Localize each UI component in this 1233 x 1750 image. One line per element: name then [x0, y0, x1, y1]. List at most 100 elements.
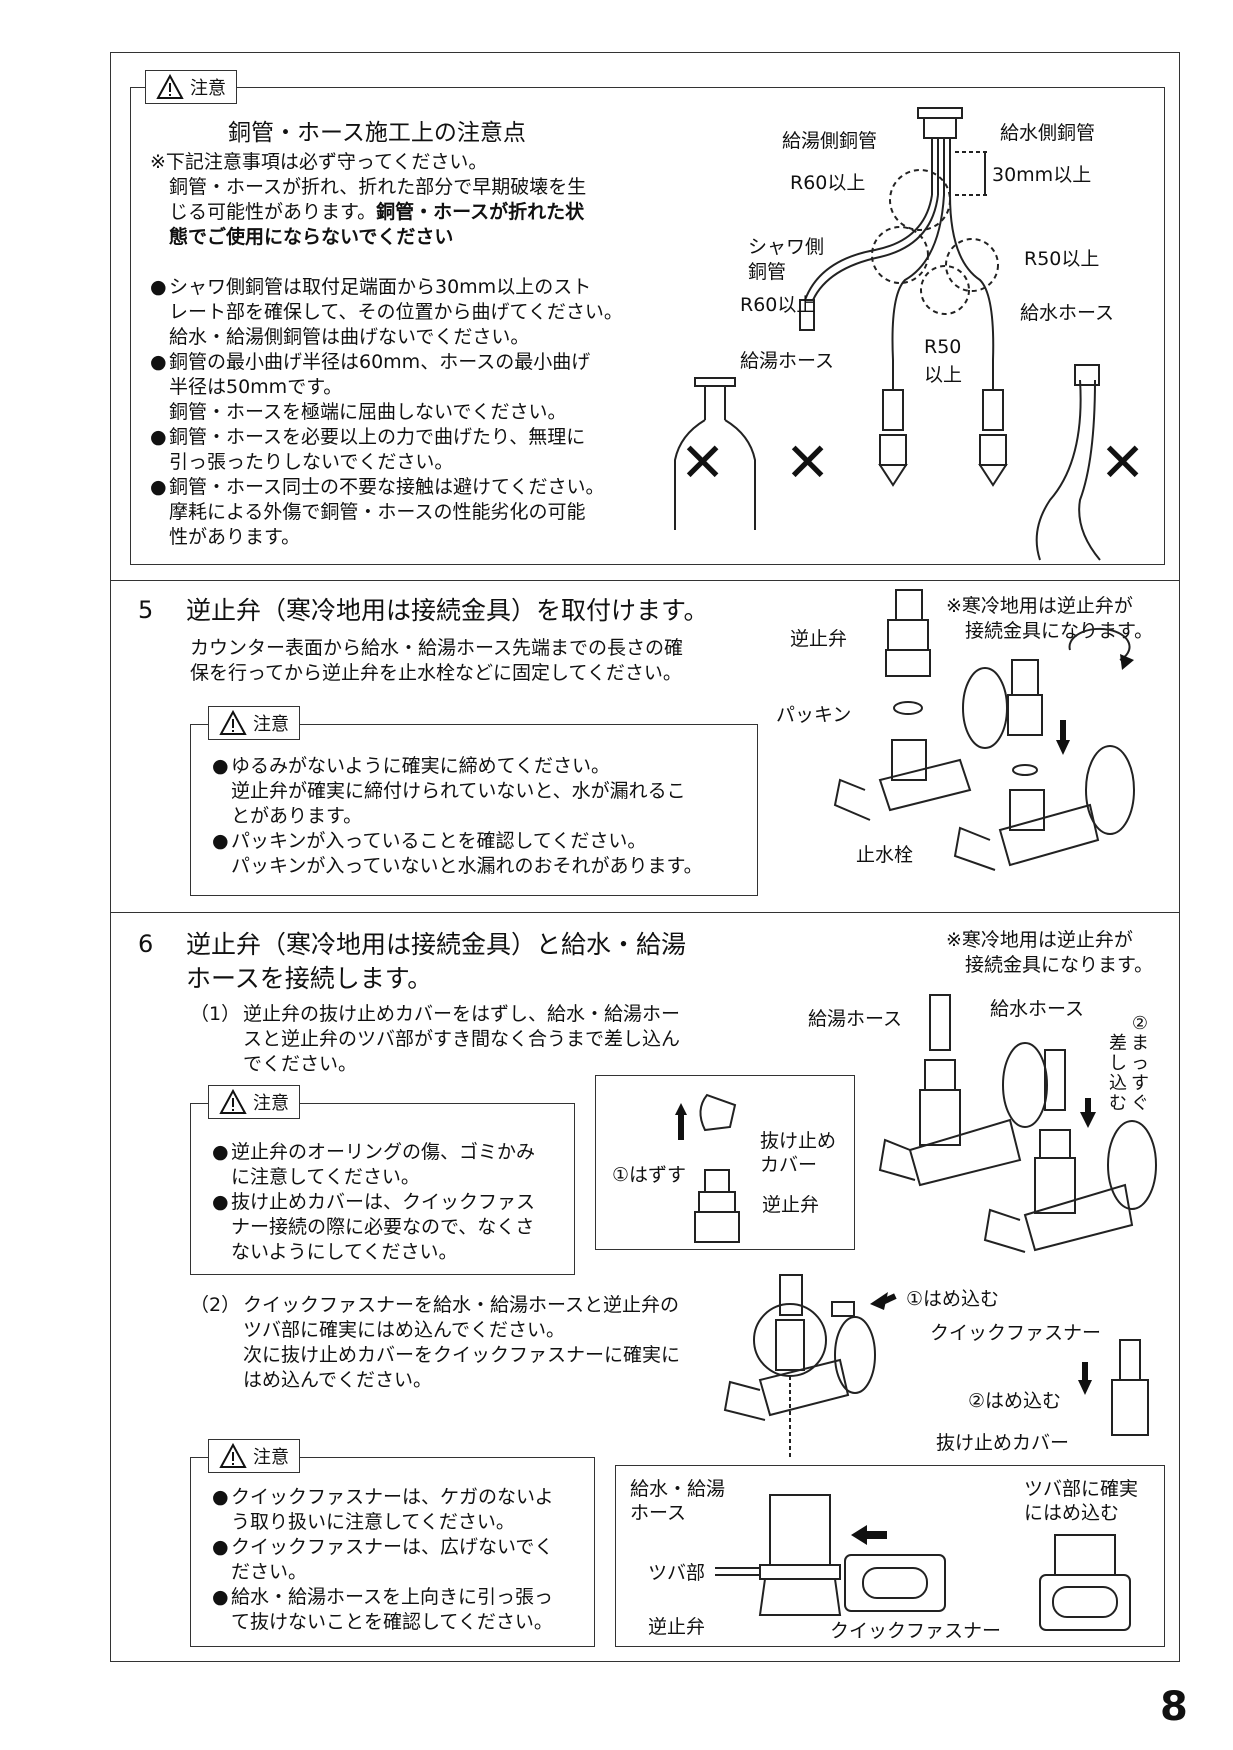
caution-line: 逆止弁のオーリングの傷、ゴミかみ [231, 1141, 536, 1163]
caution-bullet: ● ゆるみがないように確実に締めてください。 逆止弁が確実に締付けられていないと… [212, 755, 686, 827]
top-caution-box [130, 87, 1165, 565]
step-5-note: ※寒冷地用は逆止弁が 接続金具になります。 [946, 594, 1153, 644]
bullet-line: 性があります。 [169, 526, 301, 548]
label-30mm: 30mm以上 [992, 164, 1092, 186]
caution-label: 注意 [253, 1447, 289, 1468]
ng-mark: ✕ [1100, 431, 1146, 494]
bullet-line: 給水・給湯側銅管は曲げないでください。 [169, 326, 530, 348]
warning-icon [219, 1443, 247, 1468]
caution-tag-step6-1: 注意 [208, 1085, 300, 1119]
top-text: ※下記注意事項は必ず守ってください。 銅管・ホースが折れ、折れた部分で早期破壊を… [150, 150, 670, 550]
label-fastener-detail: クイックファスナー [830, 1620, 1002, 1642]
caution-line: に注意してください。 [231, 1166, 420, 1188]
sub-line: でください。 [243, 1053, 358, 1075]
sub-line: ツバ部に確実にはめ込んでください。 [243, 1319, 566, 1341]
caution-line: とがあります。 [231, 805, 363, 827]
caution-line: 給水・給湯ホースを上向きに引っ張っ [231, 1586, 554, 1608]
bullet-line: 銅管・ホースを必要以上の力で曲げたり、無理に [169, 426, 586, 448]
caution-bullet: ● 逆止弁のオーリングの傷、ゴミかみ に注意してください。 [212, 1141, 536, 1188]
bullet-line: レート部を確保して、その位置から曲げてください。 [169, 301, 623, 323]
label-r60-upper: R60以上 [790, 172, 866, 194]
warning-icon [156, 74, 184, 99]
step-6-caution-text-1: ● 逆止弁のオーリングの傷、ゴミかみ に注意してください。 ● 抜け止めカバーは… [212, 1140, 572, 1265]
label-fit-1: ①はめ込む [906, 1288, 1000, 1310]
warning-icon [219, 710, 247, 735]
caution-bullet: ● パッキンが入っていることを確認してください。 パッキンが入っていないと水漏れ… [212, 830, 703, 877]
step-5-caution-text: ● ゆるみがないように確実に締めてください。 逆止弁が確実に締付けられていないと… [212, 754, 752, 879]
step-6-caution-box-2 [190, 1457, 595, 1647]
label-cover-2: カバー [760, 1154, 818, 1176]
top-title: 銅管・ホース施工上の注意点 [228, 120, 526, 146]
caution-line: ださい。 [231, 1561, 308, 1583]
char: 込 [1109, 1073, 1127, 1094]
label-r50-lower-2: 以上 [924, 364, 963, 386]
intro-line: じる可能性があります。 [169, 201, 377, 223]
label-flange: ツバ部 [648, 1562, 706, 1584]
char: 差 [1109, 1033, 1127, 1054]
label-insert: 差 し 込 む [1108, 1034, 1128, 1114]
sub-line: 次に抜け止めカバーをクイックファスナーに確実に [243, 1344, 681, 1366]
sub-line: スと逆止弁のツバ部がすき間なく合うまで差し込ん [243, 1028, 681, 1050]
sub-line: クイックファスナーを給水・給湯ホースと逆止弁の [243, 1294, 680, 1316]
caution-line: 抜け止めカバーは、クイックファス [231, 1191, 536, 1213]
char: し [1109, 1053, 1127, 1074]
label-r60-lower: R60以上 [740, 294, 816, 316]
caution-line: て抜けないことを確認してください。 [231, 1611, 553, 1633]
step-6-note: ※寒冷地用は逆止弁が 接続金具になります。 [946, 928, 1153, 978]
page-frame [110, 52, 1180, 1662]
char: す [1131, 1073, 1149, 1094]
label-cover-full: 抜け止めカバー [936, 1432, 1070, 1454]
note-line: ※寒冷地用は逆止弁が [946, 929, 1133, 951]
step-5-caution-box [190, 724, 758, 896]
step-6-caution-box-1 [190, 1103, 575, 1275]
caution-tag-step5: 注意 [208, 706, 300, 740]
caution-line: クイックファスナーは、広げないでく [231, 1536, 554, 1558]
bullet-line: 銅管・ホース同士の不要な接触は避けてください。 [169, 476, 605, 498]
note-line: ※寒冷地用は逆止弁が [946, 595, 1133, 617]
bullet-line: シャワ側銅管は取付足端面から30mm以上のスト [169, 276, 592, 298]
fastener-detail-box [615, 1465, 1165, 1647]
bullet-line: 銅管の最小曲げ半径は60mm、ホースの最小曲げ [169, 351, 591, 373]
label-hot-hose: 給湯ホース [740, 350, 835, 372]
section-divider-2 [110, 912, 1180, 913]
sub-line: はめ込んでください。 [243, 1369, 433, 1391]
label-stop-valve: 止水栓 [856, 844, 914, 866]
caution-line: う取り扱いに注意してください。 [231, 1511, 515, 1533]
label-cold-hose: 給水ホース [1020, 302, 1115, 324]
caution-tag-top: 注意 [145, 70, 237, 104]
label-flange-fit-1: ツバ部に確実 [1024, 1478, 1139, 1500]
char: ま [1131, 1033, 1149, 1054]
label-flange-fit-2: にはめ込む [1024, 1502, 1120, 1524]
caution-label: 注意 [253, 714, 289, 735]
label-check-valve-sub: 逆止弁 [762, 1194, 820, 1216]
desc-line: カウンター表面から給水・給湯ホース先端までの長さの確 [190, 637, 684, 659]
caution-label: 注意 [190, 78, 226, 99]
step-5-title: 逆止弁（寒冷地用は接続金具）を取付けます。 [186, 596, 709, 625]
top-bullet: ● 銅管の最小曲げ半径は60mm、ホースの最小曲げ 半径は50mmです。 銅管・… [150, 351, 591, 423]
char: ぐ [1131, 1093, 1149, 1114]
section-divider-1 [110, 580, 1180, 581]
label-cold-pipe: 給水側銅管 [1000, 122, 1096, 144]
caution-line: ゆるみがないように確実に締めてください。 [231, 755, 611, 777]
char: っ [1131, 1053, 1149, 1074]
label-cover-1: 抜け止め [760, 1130, 837, 1152]
top-bullet: ● シャワ側銅管は取付足端面から30mm以上のスト レート部を確保して、その位置… [150, 276, 623, 348]
label-hose-1: 給水・給湯 [630, 1478, 726, 1500]
label-fit-2: ②はめ込む [968, 1390, 1062, 1412]
label-remove: ①はずす [612, 1164, 687, 1186]
remove-cover-diagram [675, 1093, 740, 1243]
label-hot-hose-6: 給湯ホース [808, 1008, 903, 1030]
title-line: ホースを接続します。 [186, 964, 433, 993]
caution-line: ないようにしてください。 [231, 1241, 458, 1263]
label-fastener: クイックファスナー [930, 1322, 1102, 1344]
caution-line: ナー接続の際に必要なので、なくさ [231, 1216, 535, 1238]
page-number: 8 [1160, 1684, 1188, 1730]
step-5-description: カウンター表面から給水・給湯ホース先端までの長さの確 保を行ってから逆止弁を止水… [190, 636, 683, 686]
step-5-number: 5 [138, 596, 154, 624]
intro-line: 銅管・ホースが折れ、折れた部分で早期破壊を生 [169, 176, 587, 198]
label-straight: ② ま っ す ぐ [1130, 1014, 1150, 1114]
warning-icon [219, 1089, 247, 1114]
label-check-valve-detail: 逆止弁 [648, 1616, 706, 1638]
ng-mark: ✕ [680, 431, 726, 494]
label-packing: パッキン [776, 704, 852, 726]
